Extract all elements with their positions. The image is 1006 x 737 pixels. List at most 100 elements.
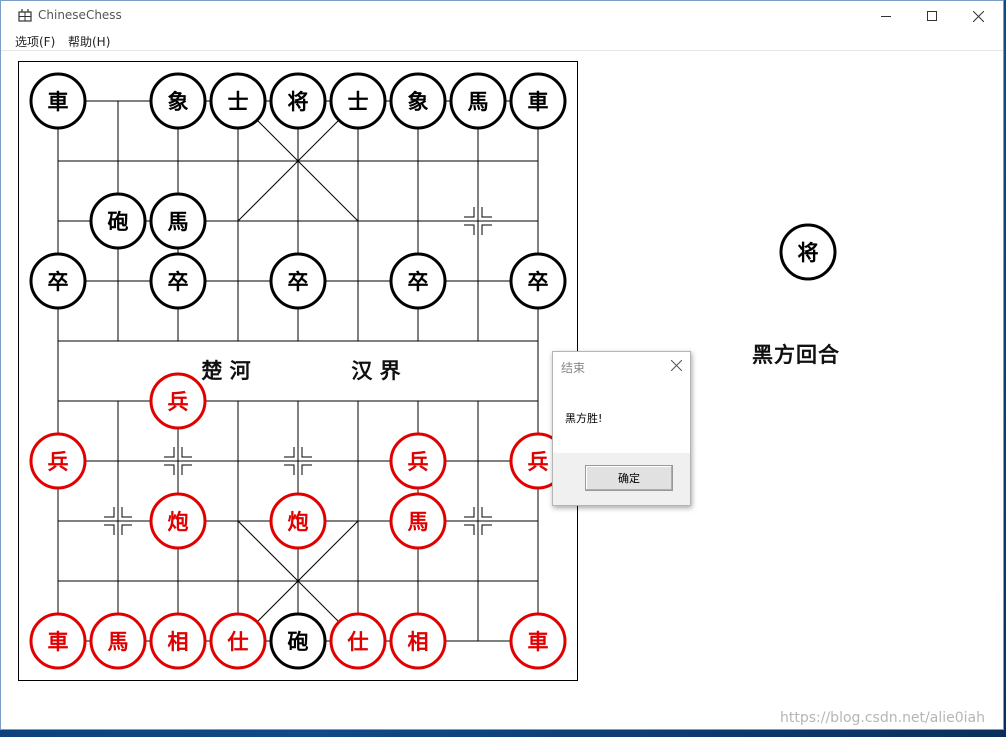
- piece-disc: [269, 612, 327, 670]
- chess-piece[interactable]: 車: [29, 612, 87, 670]
- chess-piece[interactable]: 相: [389, 612, 447, 670]
- piece-disc: [269, 492, 327, 550]
- position-marker: [464, 207, 492, 235]
- chess-piece[interactable]: 兵: [29, 432, 87, 490]
- chess-piece[interactable]: 砲: [89, 192, 147, 250]
- piece-char: 士: [228, 89, 249, 114]
- piece-disc: [29, 252, 87, 310]
- menu-help[interactable]: 帮助(H): [68, 35, 111, 49]
- piece-char: 馬: [408, 509, 429, 534]
- piece-char: 象: [408, 89, 429, 114]
- chess-piece[interactable]: 士: [209, 72, 267, 130]
- chess-piece[interactable]: 相: [149, 612, 207, 670]
- dialog-footer: 确定: [553, 453, 690, 505]
- chess-piece[interactable]: 兵: [149, 372, 207, 430]
- chess-piece[interactable]: 馬: [149, 192, 207, 250]
- piece-char: 卒: [288, 269, 309, 294]
- piece-disc: [389, 72, 447, 130]
- piece-char: 相: [408, 629, 429, 654]
- piece-char: 車: [528, 89, 549, 114]
- game-over-dialog: 结束 黑方胜! 确定: [552, 351, 691, 506]
- piece-char: 炮: [288, 509, 309, 534]
- piece-disc: [389, 432, 447, 490]
- piece-char: 兵: [48, 449, 69, 474]
- chess-piece[interactable]: 象: [149, 72, 207, 130]
- piece-char: 象: [168, 89, 189, 114]
- chess-piece[interactable]: 砲: [269, 612, 327, 670]
- maximize-icon: [927, 11, 937, 21]
- chess-piece[interactable]: 仕: [329, 612, 387, 670]
- menu-options[interactable]: 选项(F): [15, 35, 56, 49]
- title-bar[interactable]: ChineseChess: [1, 1, 1003, 31]
- piece-disc: [149, 72, 207, 130]
- piece-disc: [449, 72, 507, 130]
- ok-button[interactable]: 确定: [585, 465, 673, 491]
- close-button[interactable]: [955, 1, 1001, 31]
- piece-disc: [269, 72, 327, 130]
- piece-char: 将: [288, 89, 309, 114]
- position-marker: [464, 507, 492, 535]
- piece-char: 馬: [168, 209, 189, 234]
- piece-char: 車: [48, 629, 69, 654]
- chess-piece[interactable]: 車: [509, 612, 567, 670]
- dialog-close-button[interactable]: [667, 356, 685, 374]
- chess-piece[interactable]: 兵: [389, 432, 447, 490]
- piece-disc: [329, 72, 387, 130]
- piece-char: 兵: [528, 449, 549, 474]
- chess-piece[interactable]: 馬: [389, 492, 447, 550]
- piece-disc: [209, 612, 267, 670]
- turn-label: 黑方回合: [752, 342, 840, 367]
- piece-char: 卒: [168, 269, 189, 294]
- minimize-button[interactable]: [863, 1, 909, 31]
- menu-bar: 选项(F) 帮助(H): [1, 31, 1003, 51]
- piece-char: 馬: [468, 89, 489, 114]
- chess-piece[interactable]: 馬: [449, 72, 507, 130]
- piece-disc: [389, 612, 447, 670]
- chess-piece[interactable]: 卒: [269, 252, 327, 310]
- pieces-layer: 車象士将士象馬車砲馬卒卒卒卒卒兵兵兵兵炮炮馬車馬相仕砲仕相車: [29, 72, 567, 670]
- piece-disc: [29, 612, 87, 670]
- piece-disc: [149, 492, 207, 550]
- chess-piece[interactable]: 卒: [29, 252, 87, 310]
- piece-char: 砲: [108, 209, 129, 234]
- piece-char: 相: [168, 629, 189, 654]
- position-marker: [284, 447, 312, 475]
- piece-char: 車: [48, 89, 69, 114]
- chess-piece[interactable]: 卒: [509, 252, 567, 310]
- piece-disc: [389, 492, 447, 550]
- chess-piece[interactable]: 仕: [209, 612, 267, 670]
- chess-piece[interactable]: 車: [29, 72, 87, 130]
- chess-piece[interactable]: 炮: [149, 492, 207, 550]
- piece-disc: [269, 252, 327, 310]
- dialog-message: 黑方胜!: [565, 412, 603, 425]
- piece-disc: [149, 372, 207, 430]
- position-marker: [104, 507, 132, 535]
- piece-disc: [389, 252, 447, 310]
- close-icon: [670, 359, 682, 371]
- window-title: ChineseChess: [38, 8, 122, 22]
- piece-disc: [509, 612, 567, 670]
- piece-disc: [149, 192, 207, 250]
- chess-piece[interactable]: 炮: [269, 492, 327, 550]
- piece-disc: [89, 192, 147, 250]
- piece-disc: [509, 252, 567, 310]
- chess-piece[interactable]: 将: [269, 72, 327, 130]
- chess-piece[interactable]: 士: [329, 72, 387, 130]
- app-icon: [18, 9, 32, 22]
- piece-char: 卒: [528, 269, 549, 294]
- chess-piece[interactable]: 象: [389, 72, 447, 130]
- piece-char: 砲: [288, 629, 309, 654]
- close-icon: [972, 10, 984, 22]
- piece-char: 兵: [408, 449, 429, 474]
- watermark: https://blog.csdn.net/alie0iah: [780, 710, 985, 726]
- chess-piece[interactable]: 卒: [389, 252, 447, 310]
- river-label-right: 汉 界: [351, 358, 400, 383]
- chess-piece[interactable]: 馬: [89, 612, 147, 670]
- maximize-button[interactable]: [909, 1, 955, 31]
- chess-piece[interactable]: 車: [509, 72, 567, 130]
- piece-disc: [209, 72, 267, 130]
- chess-piece[interactable]: 卒: [149, 252, 207, 310]
- river-label-left: 楚 河: [201, 358, 250, 383]
- position-markers: [104, 207, 492, 535]
